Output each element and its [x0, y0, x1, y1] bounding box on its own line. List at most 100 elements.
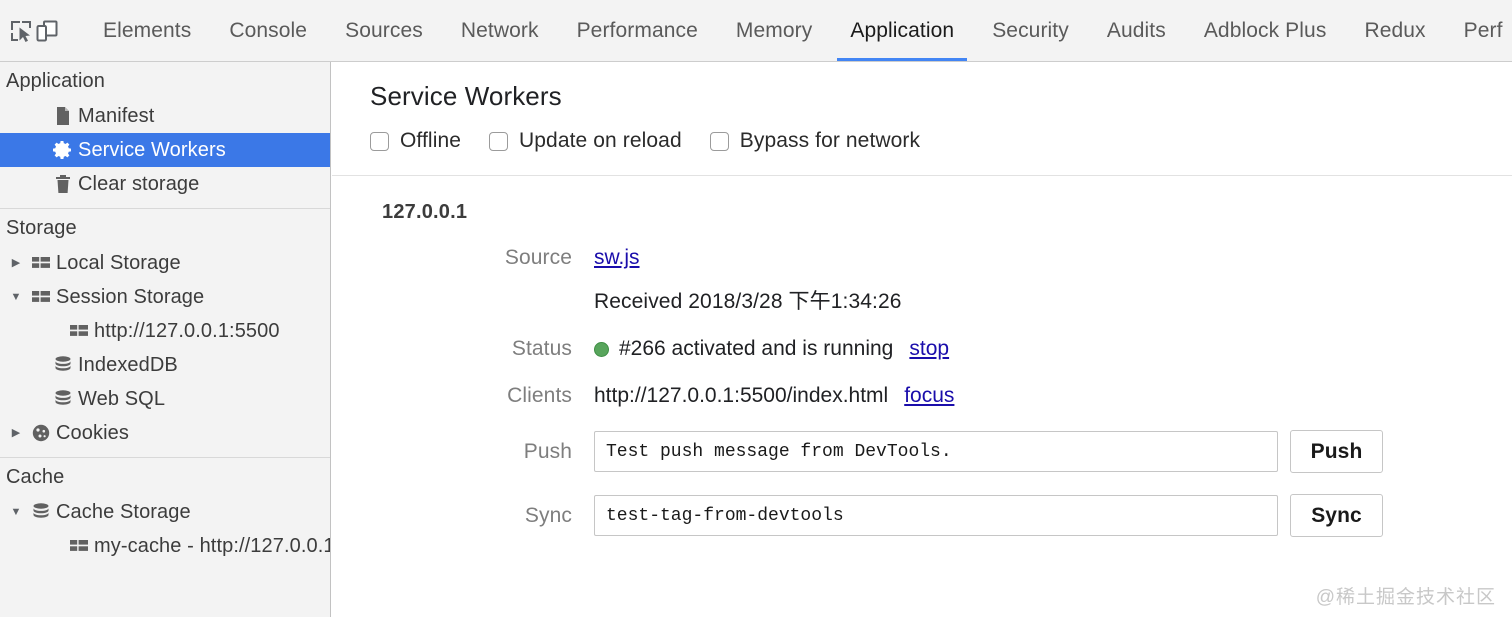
checkbox-box[interactable]	[370, 131, 389, 151]
push-button[interactable]: Push	[1290, 430, 1383, 473]
table-icon	[26, 252, 56, 274]
checkbox-bypass-for-network[interactable]: Bypass for network	[709, 129, 921, 153]
checkbox-label: Bypass for network	[739, 129, 921, 152]
table-icon	[26, 286, 56, 308]
checkbox-box[interactable]	[709, 131, 729, 151]
inspect-element-icon[interactable]	[8, 10, 34, 52]
source-script-link[interactable]: sw.js	[594, 246, 640, 269]
status-text: #266 activated and is running	[619, 337, 894, 360]
source-label: Source	[504, 246, 572, 269]
status-running-dot-icon	[594, 341, 609, 357]
tab-label: Audits	[1106, 18, 1166, 42]
document-icon	[48, 105, 78, 127]
sidebar-item-label: Manifest	[78, 105, 155, 127]
sync-row: Sync Sync	[332, 494, 1512, 537]
sidebar-item-label: Service Workers	[78, 139, 226, 161]
checkbox-box[interactable]	[489, 131, 509, 151]
push-message-input[interactable]	[594, 431, 1278, 472]
tab-redux[interactable]: Redux	[1345, 0, 1444, 61]
sync-label: Sync	[524, 503, 572, 527]
checkbox-label: Offline	[400, 129, 462, 152]
status-value: #266 activated and is running stop	[594, 336, 949, 362]
tab-label: Application	[850, 18, 955, 42]
tab-perf[interactable]: Perf	[1445, 0, 1512, 61]
tab-performance[interactable]: Performance	[558, 0, 717, 61]
application-sidebar[interactable]: Application▶Manifest▶Service Workers▶Cle…	[0, 62, 331, 617]
trash-icon	[48, 173, 78, 195]
tab-adblock-plus[interactable]: Adblock Plus	[1185, 0, 1346, 61]
push-row: Push Push	[332, 430, 1512, 473]
tab-audits[interactable]: Audits	[1088, 0, 1185, 61]
page-title: Service Workers	[370, 81, 562, 111]
tab-label: Perf	[1463, 18, 1503, 42]
device-toolbar-icon[interactable]	[34, 10, 60, 52]
tab-security[interactable]: Security	[973, 0, 1088, 61]
sidebar-item-label: my-cache - http://127.0.0.1	[94, 535, 331, 557]
sidebar-item-label: http://127.0.0.1:5500	[94, 320, 280, 342]
source-value: sw.js	[594, 245, 640, 271]
sidebar-item-indexeddb[interactable]: ▶IndexedDB	[0, 348, 330, 382]
sidebar-item-clear-storage[interactable]: ▶Clear storage	[0, 167, 330, 201]
focus-link[interactable]: focus	[904, 384, 955, 407]
sidebar-section-title: Cache	[6, 466, 65, 488]
tab-label: Elements	[103, 18, 192, 42]
sync-tag-input[interactable]	[594, 495, 1278, 536]
sidebar-section-title: Storage	[6, 217, 77, 239]
stop-link[interactable]: stop	[909, 337, 950, 360]
checkbox-label: Update on reload	[519, 129, 682, 152]
sidebar-item-cookies[interactable]: ▶ Cookies	[0, 416, 330, 450]
sidebar-item-session-storage[interactable]: ▼ Session Storage	[0, 280, 330, 314]
sidebar-item-label: Cookies	[56, 422, 129, 444]
checkbox-update-on-reload[interactable]: Update on reload	[489, 129, 682, 153]
service-worker-origin: 127.0.0.1	[382, 201, 468, 223]
tab-network[interactable]: Network	[442, 0, 558, 61]
service-worker-options: Offline Update on reload Bypass for netw…	[332, 112, 1512, 153]
sync-button[interactable]: Sync	[1290, 494, 1383, 537]
sidebar-item-manifest[interactable]: ▶Manifest	[0, 99, 330, 133]
chevron-right-icon[interactable]: ▶	[11, 426, 21, 439]
tab-console[interactable]: Console	[210, 0, 326, 61]
tab-label: Console	[229, 18, 308, 42]
sidebar-item-label: Session Storage	[56, 286, 205, 308]
tab-label: Performance	[576, 18, 698, 42]
clients-label: Clients	[507, 384, 572, 407]
status-row: Status #266 activated and is running sto…	[332, 336, 1512, 362]
panel-tabs: Elements Console Sources Network Performance…	[84, 0, 1512, 61]
gear-icon	[48, 139, 78, 161]
tab-label: Security	[992, 18, 1069, 42]
devtools-toolbar: Elements Console Sources Network Performance…	[0, 0, 1512, 62]
section-divider	[332, 175, 1512, 176]
sidebar-item-label: Local Storage	[56, 252, 181, 274]
chevron-down-icon[interactable]: ▼	[10, 290, 22, 303]
chevron-down-icon[interactable]: ▼	[10, 505, 22, 518]
chevron-right-icon[interactable]: ▶	[11, 256, 21, 269]
sidebar-divider	[0, 208, 330, 209]
push-label: Push	[523, 439, 572, 463]
sidebar-item-web-sql[interactable]: ▶Web SQL	[0, 382, 330, 416]
tab-application[interactable]: Application	[831, 0, 973, 61]
clients-row: Clients http://127.0.0.1:5500/index.html…	[332, 383, 1512, 409]
received-timestamp: Received 2018/3/28 下午1:34:26	[594, 290, 902, 313]
client-url: http://127.0.0.1:5500/index.html	[594, 384, 889, 407]
tab-memory[interactable]: Memory	[717, 0, 831, 61]
tab-elements[interactable]: Elements	[84, 0, 210, 61]
sidebar-item-label: Web SQL	[78, 388, 166, 410]
tab-sources[interactable]: Sources	[326, 0, 442, 61]
status-label: Status	[511, 337, 572, 360]
sidebar-item-my-cache-http-127-0-0-1[interactable]: ▶my-cache - http://127.0.0.1	[0, 529, 330, 563]
sidebar-item-http-127-0-0-1-5500[interactable]: ▶http://127.0.0.1:5500	[0, 314, 330, 348]
sidebar-section-title: Application	[6, 70, 105, 92]
database-icon	[48, 354, 78, 376]
checkbox-offline[interactable]: Offline	[370, 129, 461, 153]
source-row: Source sw.js	[332, 245, 1512, 271]
tab-label: Adblock Plus	[1203, 18, 1327, 42]
tab-label: Sources	[345, 18, 423, 42]
tab-label: Memory	[735, 18, 813, 42]
service-workers-panel: Service Workers Offline Update on reload…	[332, 62, 1512, 617]
sidebar-item-service-workers[interactable]: ▶Service Workers	[0, 133, 330, 167]
database-icon	[26, 501, 56, 523]
sidebar-item-cache-storage[interactable]: ▼Cache Storage	[0, 495, 330, 529]
sidebar-item-label: IndexedDB	[78, 354, 178, 376]
sidebar-item-local-storage[interactable]: ▶ Local Storage	[0, 246, 330, 280]
